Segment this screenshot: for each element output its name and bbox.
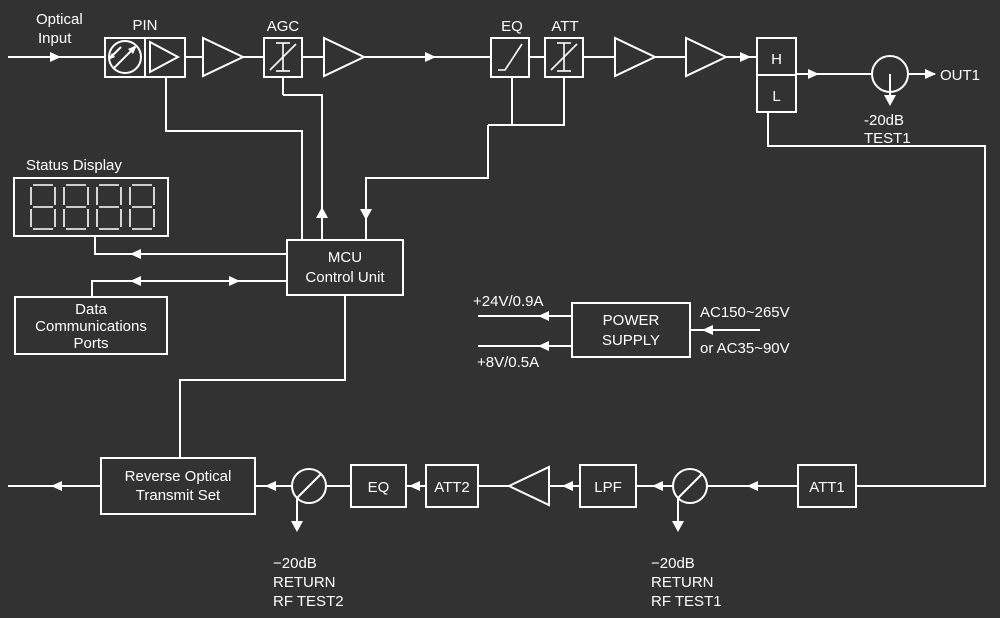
agc-block (263, 37, 303, 78)
test1-db-label: -20dB (864, 112, 904, 129)
reverse-label-1: Reverse Optical (125, 468, 232, 485)
att1-label: ATT1 (809, 479, 845, 496)
data-label-3: Ports (73, 335, 108, 352)
amplifier-2 (323, 36, 367, 78)
mcu-sublabel: Control Unit (305, 269, 385, 286)
seven-segment-digits (30, 184, 155, 230)
rf-test1-return-label: RETURN (651, 574, 714, 591)
reverse-label-2: Transmit Set (136, 487, 221, 504)
att-top-label: ATT (551, 18, 578, 35)
rf-test2-db-label: −20dB (273, 555, 317, 572)
pin-detector (104, 37, 186, 78)
att2-block: ATT2 (425, 464, 479, 508)
diplexer-l-label: L (772, 88, 780, 105)
control-wires (91, 77, 986, 487)
diplexer: H L (756, 37, 797, 113)
amplifier-3 (614, 36, 658, 78)
power-label-1: POWER (603, 312, 660, 329)
att-block-top (544, 37, 584, 78)
out1-label: OUT1 (940, 67, 980, 84)
coupler-rf-test1 (672, 468, 708, 532)
status-display: Status Display (13, 157, 169, 237)
eq-bottom-label: EQ (368, 479, 390, 496)
data-label-1: Data (75, 301, 107, 318)
power-label-2: SUPPLY (602, 332, 660, 349)
data-communications-ports: Data Communications Ports (14, 296, 168, 355)
power-input-ac2: or AC35~90V (700, 340, 790, 357)
amplifier-1 (202, 36, 246, 78)
optical-input-label-2: Input (38, 30, 72, 47)
test1-label: TEST1 (864, 130, 911, 147)
status-display-title: Status Display (26, 157, 122, 174)
mcu-label: MCU (328, 249, 362, 266)
power-output-8v: +8V/0.5A (477, 354, 539, 371)
coupler-rf-test2 (291, 468, 327, 532)
forward-path-arrows (50, 52, 936, 79)
mcu-control-unit: MCU Control Unit (286, 239, 404, 296)
agc-label: AGC (267, 18, 300, 35)
amplifier-4 (685, 36, 729, 78)
power-supply: POWER SUPPLY +24V/0.9A +8V/0.5A AC150~26… (473, 293, 790, 371)
reverse-optical-transmitter: Reverse Optical Transmit Set (100, 457, 256, 515)
return-path-arrows (51, 481, 758, 491)
eq-block-top (490, 37, 530, 78)
data-label-2: Communications (35, 318, 147, 335)
return-amplifier (506, 465, 550, 507)
power-output-24v: +24V/0.9A (473, 293, 543, 310)
coupler-test1 (871, 55, 909, 106)
eq-block-bottom: EQ (350, 464, 407, 508)
eq-top-label: EQ (501, 18, 523, 35)
lpf-label: LPF (594, 479, 622, 496)
pin-label: PIN (132, 17, 157, 34)
att2-label: ATT2 (434, 479, 470, 496)
rf-test1-label: RF TEST1 (651, 593, 722, 610)
att1-block: ATT1 (797, 464, 857, 508)
diplexer-h-label: H (771, 51, 782, 68)
optical-input-label-1: Optical (36, 11, 83, 28)
rf-test1-db-label: −20dB (651, 555, 695, 572)
rf-test2-return-label: RETURN (273, 574, 336, 591)
lpf-block: LPF (579, 464, 637, 508)
rf-test2-label: RF TEST2 (273, 593, 344, 610)
power-input-ac1: AC150~265V (700, 304, 790, 321)
